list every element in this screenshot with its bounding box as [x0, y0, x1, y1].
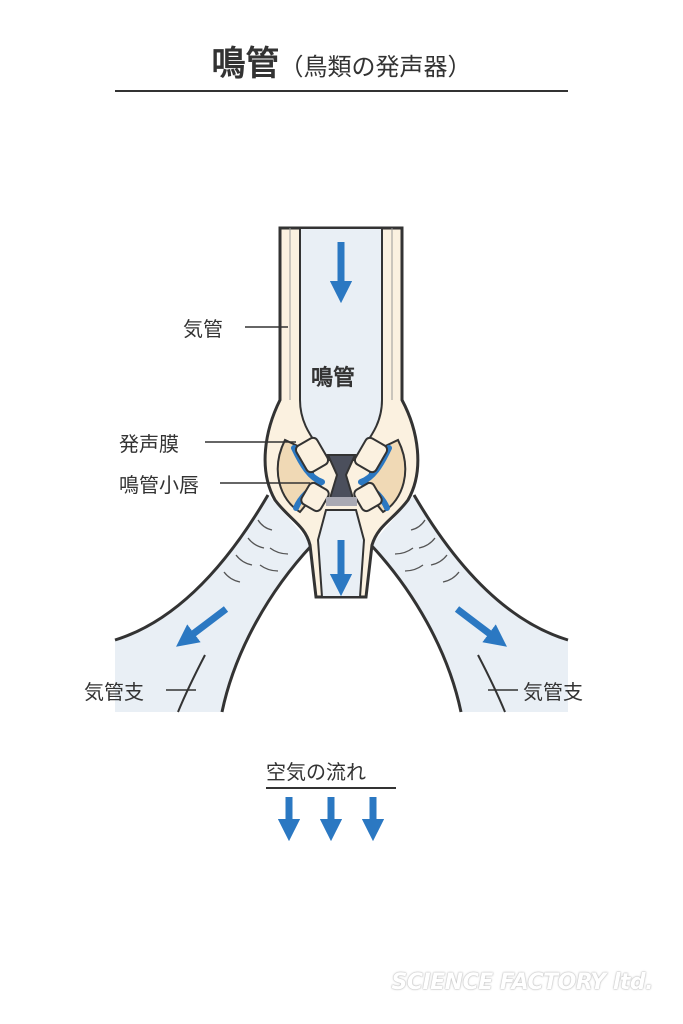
- title-divider: [115, 90, 568, 92]
- flow-arrow-left: [176, 606, 229, 647]
- label-bronchus-right: 気管支: [523, 680, 583, 704]
- right-bronchus: [369, 494, 569, 713]
- title-sub: （鳥類の発声器）: [279, 53, 472, 81]
- flow-arrow-right: [454, 606, 507, 647]
- label-syrinx: 鳴管: [311, 366, 356, 391]
- legend-divider: [266, 787, 396, 789]
- label-trachea: 気管: [183, 317, 223, 341]
- label-membrane: 発声膜: [119, 432, 179, 456]
- label-labium: 鳴管小唇: [119, 473, 199, 497]
- watermark: SCIENCE FACTORY ltd.: [391, 970, 653, 995]
- label-bronchus-left: 気管支: [84, 680, 144, 704]
- left-bronchus: [114, 494, 314, 713]
- page-title: 鳴管（鳥類の発声器）: [0, 36, 683, 85]
- syrinx-membranes: [276, 436, 407, 514]
- legend-airflow-label: 空気の流れ: [266, 760, 366, 784]
- title-main: 鳴管: [211, 44, 280, 84]
